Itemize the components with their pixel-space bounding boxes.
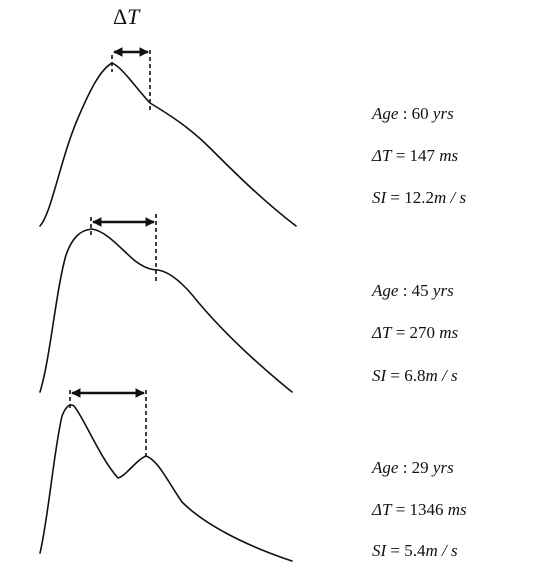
delta-t-value-1: 147 [410, 146, 436, 165]
delta-t-unit-2: ms [439, 323, 458, 342]
delta-t-equals-3: = [391, 500, 409, 519]
si-line-1: SI = 12.2m / s [372, 188, 467, 207]
delta-t-line-1: ΔT = 147 ms [371, 146, 459, 165]
pulse-panel-3: Age : 29 yrs ΔT = 1346 ms SI = 5.4m / s [39, 388, 467, 562]
pulse-panel-2: Age : 45 yrs ΔT = 270 ms SI = 6.8m / s [39, 214, 459, 393]
age-line-1: Age : 60 yrs [371, 104, 454, 123]
delta-t-line-2: ΔT = 270 ms [371, 323, 459, 342]
age-value-3: 29 [412, 458, 429, 477]
si-equals-2: = [386, 366, 404, 385]
age-colon-2: : [398, 281, 411, 300]
delta-t-value-3: 1346 [410, 500, 444, 519]
si-unit-2: m / s [426, 366, 459, 385]
t-symbol: T [127, 4, 141, 29]
age-value-1: 60 [412, 104, 429, 123]
age-unit-2: yrs [431, 281, 454, 300]
si-line-2: SI = 6.8m / s [372, 366, 458, 385]
si-line-3: SI = 5.4m / s [372, 541, 458, 560]
age-value-2: 45 [412, 281, 429, 300]
age-line-2: Age : 45 yrs [371, 281, 454, 300]
age-unit-3: yrs [431, 458, 454, 477]
pulse-panel-1: Age : 60 yrs ΔT = 147 ms SI = 12.2m / s [39, 47, 467, 227]
age-colon-1: : [398, 104, 411, 123]
si-unit-1: m / s [434, 188, 467, 207]
delta-t-label-1: ΔT [371, 146, 393, 165]
delta-t-value-2: 270 [410, 323, 436, 342]
si-label-2: SI [372, 366, 388, 385]
delta-t-equals-2: = [391, 323, 409, 342]
delta-t-equals-1: = [391, 146, 409, 165]
pulse-waveform-1 [39, 62, 297, 227]
delta-t-label-3: ΔT [371, 500, 393, 519]
si-value-1: 12.2 [404, 188, 434, 207]
delta-t-line-3: ΔT = 1346 ms [371, 500, 467, 519]
age-colon-3: : [398, 458, 411, 477]
delta-t-label-2: ΔT [371, 323, 393, 342]
si-value-2: 6.8 [404, 366, 425, 385]
si-equals-3: = [386, 541, 404, 560]
pulse-waveform-2 [39, 228, 293, 393]
age-label-2: Age [371, 281, 399, 300]
delta-t-unit-3: ms [448, 500, 467, 519]
si-equals-1: = [386, 188, 404, 207]
age-line-3: Age : 29 yrs [371, 458, 454, 477]
age-label-1: Age [371, 104, 399, 123]
si-value-3: 5.4 [404, 541, 426, 560]
age-label-3: Age [371, 458, 399, 477]
delta-t-header: ΔT [113, 4, 141, 29]
pulse-waveform-3 [39, 404, 293, 562]
si-unit-3: m / s [426, 541, 459, 560]
si-label-1: SI [372, 188, 388, 207]
delta-symbol: Δ [113, 4, 127, 29]
delta-t-unit-1: ms [439, 146, 458, 165]
age-unit-1: yrs [431, 104, 454, 123]
si-label-3: SI [372, 541, 388, 560]
